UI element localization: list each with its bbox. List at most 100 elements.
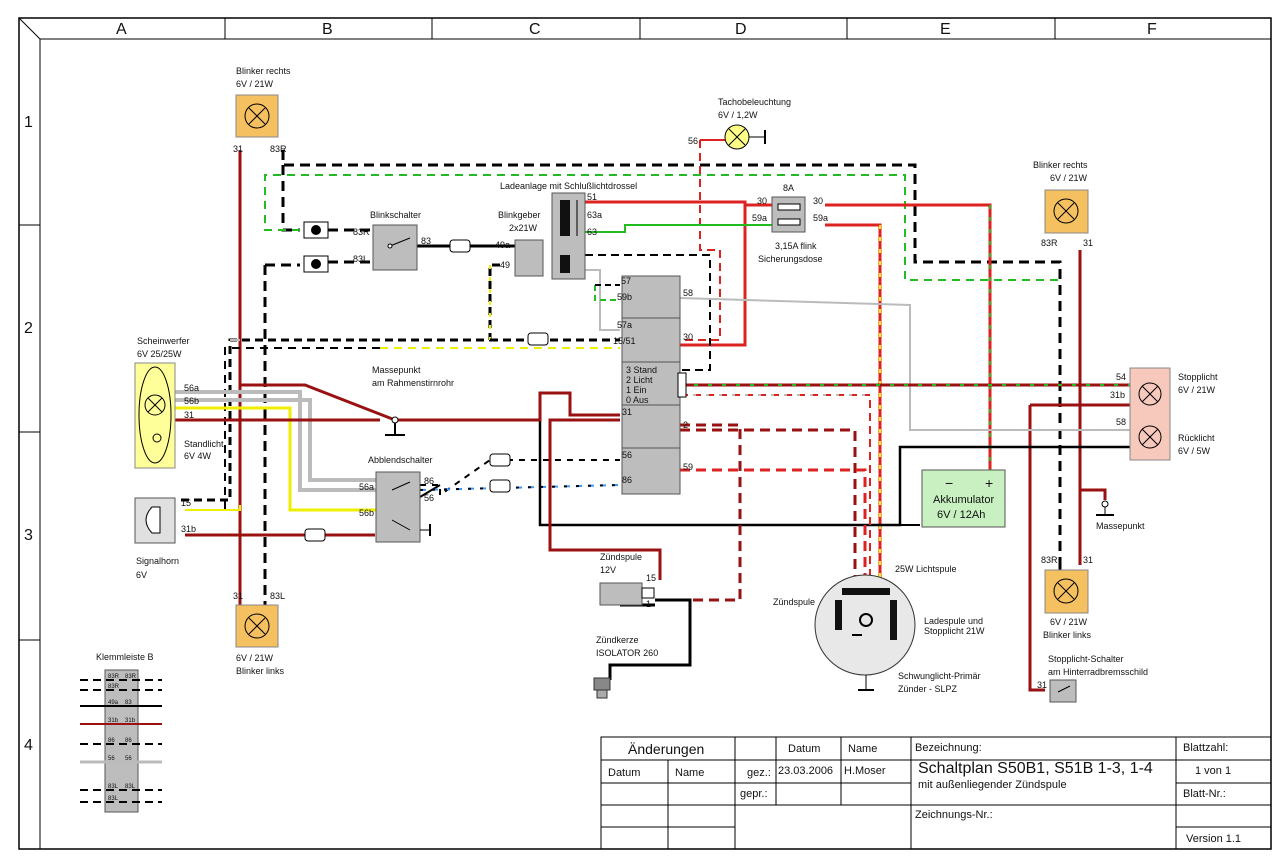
- ignition-pos-0: 0 Aus: [626, 395, 649, 405]
- scheinwerfer: [134, 362, 176, 469]
- stopplicht-schalter-pin: 31: [1037, 680, 1047, 690]
- column-label-d: D: [735, 21, 747, 38]
- klemmleiste-pin-label: 83R: [125, 674, 137, 680]
- sicherung-pin-30l: 30: [757, 196, 767, 206]
- blinker-front-left-title: Blinker links: [236, 666, 285, 676]
- klemmleiste: [80, 669, 162, 813]
- column-label-e: E: [940, 21, 951, 38]
- akku-plus: +: [985, 475, 993, 491]
- scheinwerfer-pin-56a: 56a: [184, 383, 199, 393]
- massepunkt-rahmen: [385, 416, 405, 436]
- ignition-pin-59b: 59b: [617, 292, 632, 302]
- ruecklicht-pin-58: 58: [1116, 417, 1126, 427]
- bezeichnung-label: Bezeichnung:: [915, 742, 982, 754]
- stopplicht-schalter-title2: am Hinterradbremsschild: [1048, 667, 1148, 677]
- blinker-front-left-pin-a: 31: [233, 591, 243, 601]
- aenderungen-name: Name: [675, 767, 704, 779]
- klemmleiste-pin-label: 83L: [108, 796, 119, 802]
- row-label-3: 3: [24, 527, 33, 544]
- massepunkt-rear: [1096, 500, 1114, 516]
- ignition-pin-86: 86: [622, 475, 632, 485]
- ladeanlage-box: [551, 192, 586, 280]
- klemmleiste-pin-label: 56: [108, 756, 115, 762]
- zuendkerze-subtitle: ISOLATOR 260: [596, 648, 658, 658]
- ruecklicht-rating: 6V / 5W: [1178, 446, 1211, 456]
- plan-title: Schaltplan S50B1, S51B 1-3, 1-4: [918, 760, 1153, 777]
- zuendkerze: [593, 677, 611, 699]
- plan-subtitle: mit außenliegender Zündspule: [918, 779, 1067, 791]
- blinker-rear-right: [1044, 189, 1089, 234]
- stopplicht-rating: 6V / 21W: [1178, 385, 1216, 395]
- klemmleiste-pin-label: 83: [125, 700, 132, 706]
- sicherung-pin-59ar: 59a: [813, 213, 828, 223]
- blinker-front-right: [235, 94, 279, 138]
- sicherung-pin-59al: 59a: [752, 213, 767, 223]
- lima-label-lade2: Stopplicht 21W: [924, 626, 985, 636]
- blinkschalter-title: Blinkschalter: [370, 210, 421, 220]
- zuendspule-title: Zündspule: [600, 552, 642, 562]
- sicherung-rating-bottom: 3,15A flink: [775, 241, 817, 251]
- signalhorn-title: Signalhorn: [136, 556, 179, 566]
- ladeanlage-pin-63: 63: [587, 227, 597, 237]
- blinkschalter-pin-out: 83: [421, 236, 431, 246]
- zeichnungs-label: Zeichnungs-Nr.:: [915, 809, 993, 821]
- massepunkt-rear-title: Massepunkt: [1096, 521, 1145, 531]
- zuendspule-rating: 12V: [600, 565, 616, 575]
- gez-label: gez.:: [747, 767, 771, 779]
- blinker-front-left-pin-b: 83L: [270, 591, 285, 601]
- zuendspule-pin-15: 15: [646, 573, 656, 583]
- sicherungsdose: [771, 196, 806, 233]
- zuendspule-pin-1: 1: [646, 599, 651, 609]
- ignition-pin-59: 59: [683, 462, 693, 472]
- blinker-rear-right-title: Blinker rechts: [1033, 160, 1088, 170]
- akku-title: Akkumulator: [933, 494, 994, 506]
- abblendschalter-pin-86: 86: [424, 476, 434, 486]
- scheinwerfer-rating: 6V 25/25W: [137, 349, 182, 359]
- sicherung-rating-top: 8A: [783, 183, 794, 193]
- datum-head: Datum: [788, 743, 820, 755]
- abblendschalter-title: Abblendschalter: [368, 455, 433, 465]
- version-label: Version 1.1: [1186, 833, 1241, 845]
- blinker-rear-left-pin-a: 83R: [1041, 555, 1058, 565]
- scheinwerfer-pin-31: 31: [184, 410, 194, 420]
- blinker-rear-right-rating: 6V / 21W: [1050, 173, 1088, 183]
- ruecklicht-title: Rücklicht: [1178, 433, 1215, 443]
- massepunkt-rahmen-title: Massepunkt: [372, 365, 421, 375]
- ignition-pin-57a: 57a: [617, 320, 632, 330]
- connector-blink: [303, 221, 549, 542]
- blinker-rear-left-pin-b: 31: [1083, 555, 1093, 565]
- ignition-pin-2: 2: [683, 420, 688, 430]
- blinkgeber: [514, 239, 544, 277]
- blinker-front-right-pin-b: 83R: [270, 144, 287, 154]
- standlicht-label: Standlicht: [184, 439, 224, 449]
- column-label-a: A: [116, 21, 127, 38]
- signalhorn-pin-31b: 31b: [181, 524, 196, 534]
- title-block: [600, 736, 1272, 850]
- klemmleiste-pin-label: 31b: [108, 718, 119, 724]
- stopplicht-title: Stopplicht: [1178, 372, 1218, 382]
- blinker-rear-right-pin-b: 31: [1083, 238, 1093, 248]
- klemmleiste-pin-label: 83L: [125, 784, 136, 790]
- blinkschalter-pin-l: 83L: [353, 254, 368, 264]
- blinker-front-right-pin-a: 31: [233, 144, 243, 154]
- ladeanlage-pin-51: 51: [587, 192, 597, 202]
- klemmleiste-pin-label: 86: [125, 738, 132, 744]
- blinker-rear-left-title: Blinker links: [1043, 630, 1092, 640]
- lima-label-zuendspule: Zündspule: [773, 597, 815, 607]
- massepunkt-rahmen-subtitle: am Rahmenstirnrohr: [372, 378, 454, 388]
- abblendschalter: [375, 471, 431, 543]
- standlicht-rating: 6V 4W: [184, 451, 212, 461]
- klemmleiste-title: Klemmleiste B: [96, 652, 154, 662]
- tacho-rating: 6V / 1,2W: [718, 110, 758, 120]
- blinkschalter: [372, 224, 418, 271]
- akku-minus: −: [945, 475, 953, 491]
- ignition-pin-30: 30: [683, 332, 693, 342]
- blinkgeber-pin-b: 49: [500, 260, 510, 270]
- lima-label-lade1: Ladespule und: [924, 616, 983, 626]
- column-header: [224, 18, 1056, 39]
- column-label-f: F: [1147, 21, 1157, 38]
- akkumulator: [921, 469, 1006, 528]
- scheinwerfer-title: Scheinwerfer: [137, 336, 190, 346]
- tacho-pin: 56: [688, 136, 698, 146]
- row-label-4: 4: [24, 737, 33, 754]
